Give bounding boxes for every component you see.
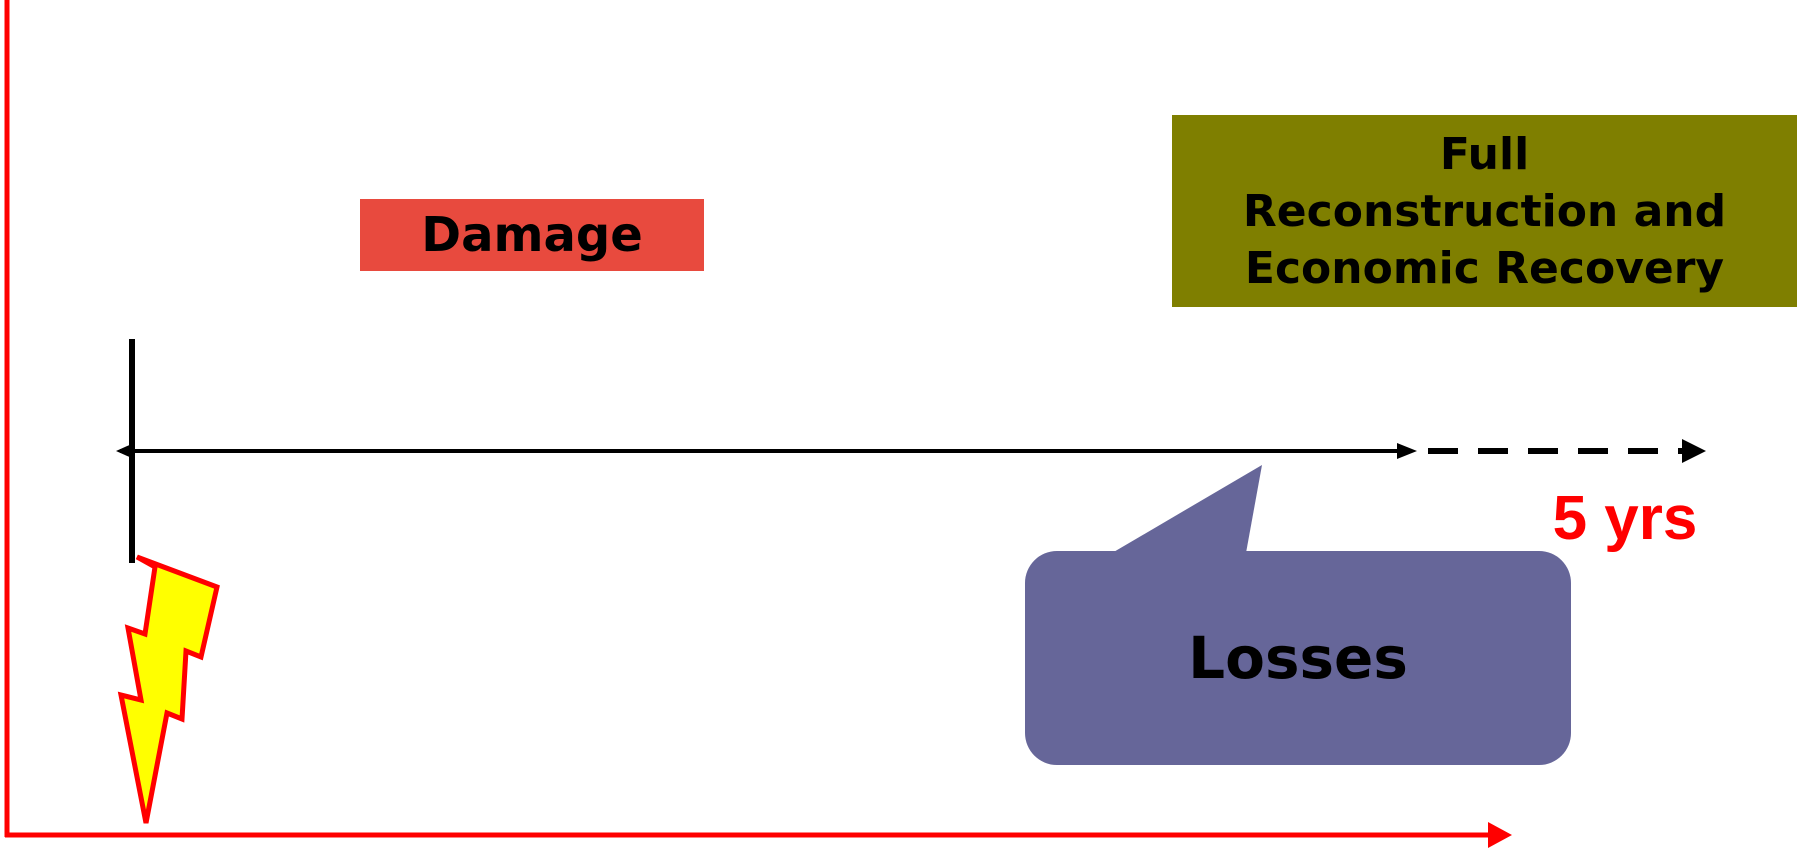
losses-label: Losses	[1188, 624, 1408, 692]
timeline-left-arrowhead	[116, 443, 134, 459]
damage-box-fill	[360, 199, 704, 271]
timeline-end-arrowhead	[1682, 439, 1706, 463]
damage-label: Damage	[421, 207, 643, 263]
x-axis-arrowhead	[1488, 822, 1512, 848]
duration-label: 5 yrs	[1552, 483, 1698, 553]
losses-callout-pointer	[1112, 465, 1262, 553]
recovery-box-fill	[1172, 115, 1797, 307]
losses-callout-box	[1025, 551, 1571, 765]
recovery-label: Full Reconstruction and Economic Recover…	[1242, 128, 1727, 294]
timeline-mid-arrowhead	[1397, 443, 1417, 459]
lightning-bolt-icon	[117, 554, 220, 824]
